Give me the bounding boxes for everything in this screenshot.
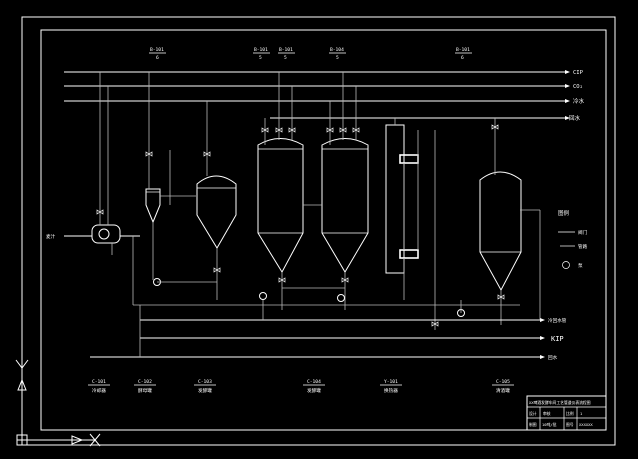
svg-text:设计: 设计 <box>529 411 537 416</box>
line-label-return-water: 回水 <box>569 114 581 122</box>
line-label-kip: KIP <box>551 335 564 343</box>
bright-tank-c105 <box>457 118 522 325</box>
line-label-co2: CO₂ <box>573 84 583 90</box>
svg-text:C-104: C-104 <box>307 379 321 385</box>
top-ref-3: B-101 5 <box>278 47 295 61</box>
svg-text:换热器: 换热器 <box>384 387 398 394</box>
legend-pump-icon <box>562 261 570 269</box>
equip-tag-c104: C-104 发酵罐 <box>303 379 325 394</box>
svg-text:C-101: C-101 <box>92 379 106 385</box>
svg-text:清酒罐: 清酒罐 <box>496 387 510 394</box>
inlet-label: 麦汁 <box>46 233 56 240</box>
equip-tag-c102: C-102 酵母罐 <box>134 379 156 394</box>
right-line-labels: CIP CO₂ 冷水 回水 <box>569 70 585 122</box>
svg-text:5: 5 <box>284 55 287 61</box>
svg-text:冷却器: 冷却器 <box>92 387 106 394</box>
svg-text:Y-101: Y-101 <box>384 379 398 385</box>
legend-item-1: 阀门 <box>578 229 588 236</box>
svg-text:5: 5 <box>336 55 339 61</box>
equipment-tags: C-101 冷却器 C-102 酵母罐 C-103 发酵罐 C-104 发酵罐 … <box>88 379 514 394</box>
svg-text:比例: 比例 <box>566 411 574 416</box>
line-label-return: 回水 <box>548 354 558 361</box>
process-piping <box>90 209 545 359</box>
legend-title: 图例 <box>558 209 570 217</box>
svg-text:C-103: C-103 <box>198 379 212 385</box>
ucs-axis-icon <box>15 359 101 447</box>
inner-frame <box>40 29 607 431</box>
top-ref-2: B-101 5 <box>253 47 270 61</box>
heat-exchanger-y101 <box>385 118 436 330</box>
top-reference-tags: B-101 6 B-101 5 B-101 5 B-104 5 B-101 6 <box>149 47 472 61</box>
svg-text:6: 6 <box>461 55 464 61</box>
svg-text:审核: 审核 <box>543 411 551 416</box>
svg-text:1: 1 <box>580 411 583 416</box>
svg-text:B-101: B-101 <box>150 47 164 53</box>
svg-text:B-104: B-104 <box>330 47 344 53</box>
svg-text:发酵罐: 发酵罐 <box>307 387 321 394</box>
top-ref-4: B-104 5 <box>329 47 346 61</box>
svg-text:发酵罐: 发酵罐 <box>198 387 212 394</box>
header-pipes <box>64 70 570 120</box>
fermenter-c103 <box>157 101 237 300</box>
fermenter-c104-b <box>303 72 369 310</box>
svg-text:B-101: B-101 <box>456 47 470 53</box>
equip-tag-c101: C-101 冷却器 <box>88 379 110 394</box>
svg-text:XXXXXX: XXXXXX <box>579 422 593 427</box>
svg-text:图号: 图号 <box>566 422 574 427</box>
line-label-cold-water: 冷水 <box>573 97 585 105</box>
fermenter-c104-a <box>257 72 304 310</box>
svg-text:B-101: B-101 <box>279 47 293 53</box>
outer-frame <box>21 16 616 446</box>
svg-text:C-102: C-102 <box>138 379 152 385</box>
svg-text:5: 5 <box>259 55 262 61</box>
legend-item-2: 管路 <box>578 243 588 250</box>
cooler-c101: 麦汁 <box>46 72 140 255</box>
yeast-tank-c102 <box>132 72 196 305</box>
equip-tag-c103: C-103 发酵罐 <box>194 379 216 394</box>
legend-item-3: 泵 <box>578 263 583 269</box>
svg-text:制图: 制图 <box>529 422 537 427</box>
title-block-heading: XX啤酒发酵车间工艺管道仪表流程图 <box>529 400 591 405</box>
top-ref-5: B-101 6 <box>455 47 472 61</box>
line-label-cold-return: 冷回水管 <box>548 317 567 324</box>
line-label-cip: CIP <box>573 70 584 76</box>
valves <box>96 124 505 327</box>
svg-text:10吨/批: 10吨/批 <box>542 422 557 427</box>
svg-text:酵母罐: 酵母罐 <box>138 387 152 394</box>
legend: 图例 阀门 管路 泵 <box>558 209 588 269</box>
title-block: XX啤酒发酵车间工艺管道仪表流程图 设计 审核 比例 1 制图 10吨/批 图号… <box>526 395 607 431</box>
top-ref-1: B-101 6 <box>149 47 166 61</box>
bottom-right-line-labels: 冷回水管 KIP 回水 <box>548 317 567 361</box>
svg-text:6: 6 <box>156 55 159 61</box>
equip-tag-y101: Y-101 换热器 <box>380 379 402 394</box>
svg-text:C-105: C-105 <box>496 379 510 385</box>
svg-text:B-101: B-101 <box>254 47 268 53</box>
equip-tag-c105: C-105 清酒罐 <box>492 379 514 394</box>
